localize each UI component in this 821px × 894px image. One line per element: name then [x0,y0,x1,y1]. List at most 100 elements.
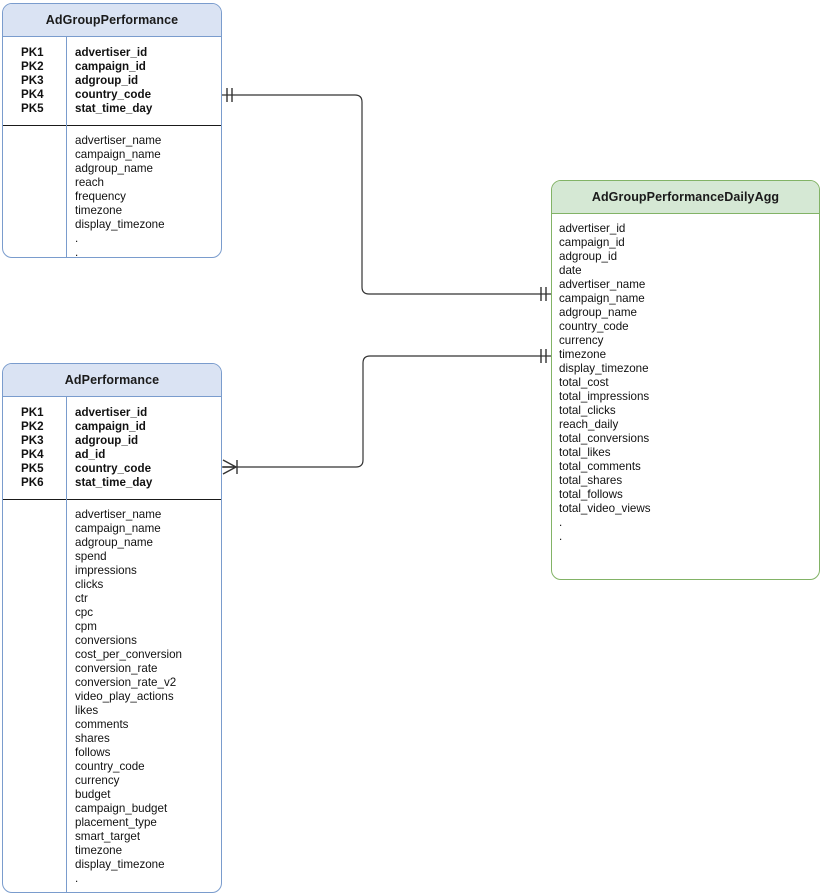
attribute-spacer [3,134,66,258]
cardinality-many-crowsfoot [222,459,237,475]
attribute-field: timezone [75,843,123,857]
attribute-field: cost_per_conversion [75,647,182,661]
attribute-block: advertiser_name campaign_name adgroup_na… [3,500,221,893]
attribute-field: campaign_name [75,521,161,535]
attribute-field: spend [75,549,107,563]
attribute-field: comments [75,717,129,731]
pk-field: adgroup_id [75,433,139,447]
pk-label: PK5 [21,461,44,475]
attribute-field: cpc [75,605,94,619]
entity-adgroupperformance[interactable]: AdGroupPerformance PK1 PK2 PK3 PK4 PK5 a… [2,3,222,258]
entity-title-adperformance: AdPerformance [3,364,221,397]
attribute-field: conversion_rate_v2 [75,675,177,689]
attribute-field: campaign_budget [75,801,168,815]
attribute-field: ctr [75,591,88,605]
attribute-field: adgroup_name [75,535,153,549]
attribute-field: shares [75,731,110,745]
attribute-field: advertiser_id [559,221,626,235]
pk-field: campaign_id [75,419,146,433]
pk-label: PK3 [21,433,44,447]
pk-field: adgroup_id [75,73,139,87]
attribute-field: display_timezone [75,217,165,231]
relationship-adgroupperformance-dailyagg[interactable] [222,88,551,301]
attribute-field: total_comments [559,459,641,473]
entity-adgroupperformancedailyagg[interactable]: AdGroupPerformanceDailyAgg advertiser_id… [551,180,820,580]
attribute-field: clicks [75,577,104,591]
attribute-ellipsis: . [75,871,79,885]
pk-field: country_code [75,87,152,101]
attribute-field: placement_type [75,815,157,829]
attribute-field: timezone [75,203,123,217]
attribute-field: reach_daily [559,417,619,431]
connector-line [222,355,551,468]
attribute-field: campaign_name [75,147,161,161]
attribute-field: adgroup_id [559,249,618,263]
entity-adperformance[interactable]: AdPerformance PK1 PK2 PK3 PK4 PK5 PK6 ad… [2,363,222,893]
primary-key-fields: advertiser_id campaign_id adgroup_id ad_… [66,406,221,490]
pk-field: stat_time_day [75,475,153,489]
attribute-spacer [3,508,66,893]
attribute-field: adgroup_name [75,161,153,175]
pk-field: advertiser_id [75,405,148,419]
pk-label: PK1 [21,45,44,59]
pk-label: PK2 [21,419,44,433]
attribute-field: total_likes [559,445,611,459]
pk-label: PK3 [21,73,44,87]
relationship-adperformance-dailyagg[interactable] [222,349,551,475]
attribute-field: budget [75,787,111,801]
attribute-field: frequency [75,189,126,203]
pk-label: PK5 [21,101,44,115]
pk-field: advertiser_id [75,45,148,59]
attribute-field: country_code [559,319,629,333]
attribute-field: campaign_name [559,291,645,305]
attribute-field: reach [75,175,105,189]
primary-key-block: PK1 PK2 PK3 PK4 PK5 PK6 advertiser_id ca… [3,397,221,499]
attribute-field: currency [559,333,604,347]
pk-field: country_code [75,461,152,475]
attribute-field: campaign_id [559,235,625,249]
attribute-field: advertiser_name [559,277,646,291]
attribute-field: likes [75,703,99,717]
connector-line [222,94,551,295]
attribute-field: timezone [559,347,607,361]
primary-key-fields: advertiser_id campaign_id adgroup_id cou… [66,46,221,116]
entity-body-adperformance: PK1 PK2 PK3 PK4 PK5 PK6 advertiser_id ca… [3,396,221,893]
entity-body-adgroupperformancedailyagg: advertiser_id campaign_id adgroup_id dat… [552,214,819,552]
attribute-field: display_timezone [559,361,649,375]
attribute-field: total_clicks [559,403,616,417]
entity-title-adgroupperformancedailyagg: AdGroupPerformanceDailyAgg [552,181,819,214]
pk-label: PK4 [21,87,44,101]
primary-key-block: PK1 PK2 PK3 PK4 PK5 advertiser_id campai… [3,37,221,125]
attribute-field: total_video_views [559,501,651,515]
entity-title-adgroupperformance: AdGroupPerformance [3,4,221,37]
attribute-field: impressions [75,563,137,577]
attribute-ellipsis: . [559,529,563,543]
pk-label: PK6 [21,475,44,489]
attribute-ellipsis: . [75,231,79,245]
key-attribute-separator [3,498,221,500]
attribute-field: display_timezone [75,857,165,871]
attribute-ellipsis: . [75,885,79,893]
pk-label: PK2 [21,59,44,73]
primary-key-labels: PK1 PK2 PK3 PK4 PK5 PK6 [3,406,66,490]
attribute-field: country_code [75,759,145,773]
pk-label: PK4 [21,447,44,461]
attribute-field: follows [75,745,111,759]
attribute-field: adgroup_name [559,305,637,319]
attribute-fields: advertiser_name campaign_name adgroup_na… [66,508,221,893]
attribute-ellipsis: . [559,515,563,529]
key-attribute-separator [3,124,221,126]
attribute-field: conversion_rate [75,661,158,675]
attribute-field: date [559,263,582,277]
pk-field: ad_id [75,447,106,461]
attribute-field: total_conversions [559,431,650,445]
attribute-field: total_shares [559,473,623,487]
pk-field: campaign_id [75,59,146,73]
entity-body-adgroupperformance: PK1 PK2 PK3 PK4 PK5 advertiser_id campai… [3,36,221,258]
pk-label: PK1 [21,405,44,419]
attribute-field: smart_target [75,829,141,843]
attribute-field: total_cost [559,375,609,389]
attribute-field: total_impressions [559,389,650,403]
attribute-field: video_play_actions [75,689,174,703]
